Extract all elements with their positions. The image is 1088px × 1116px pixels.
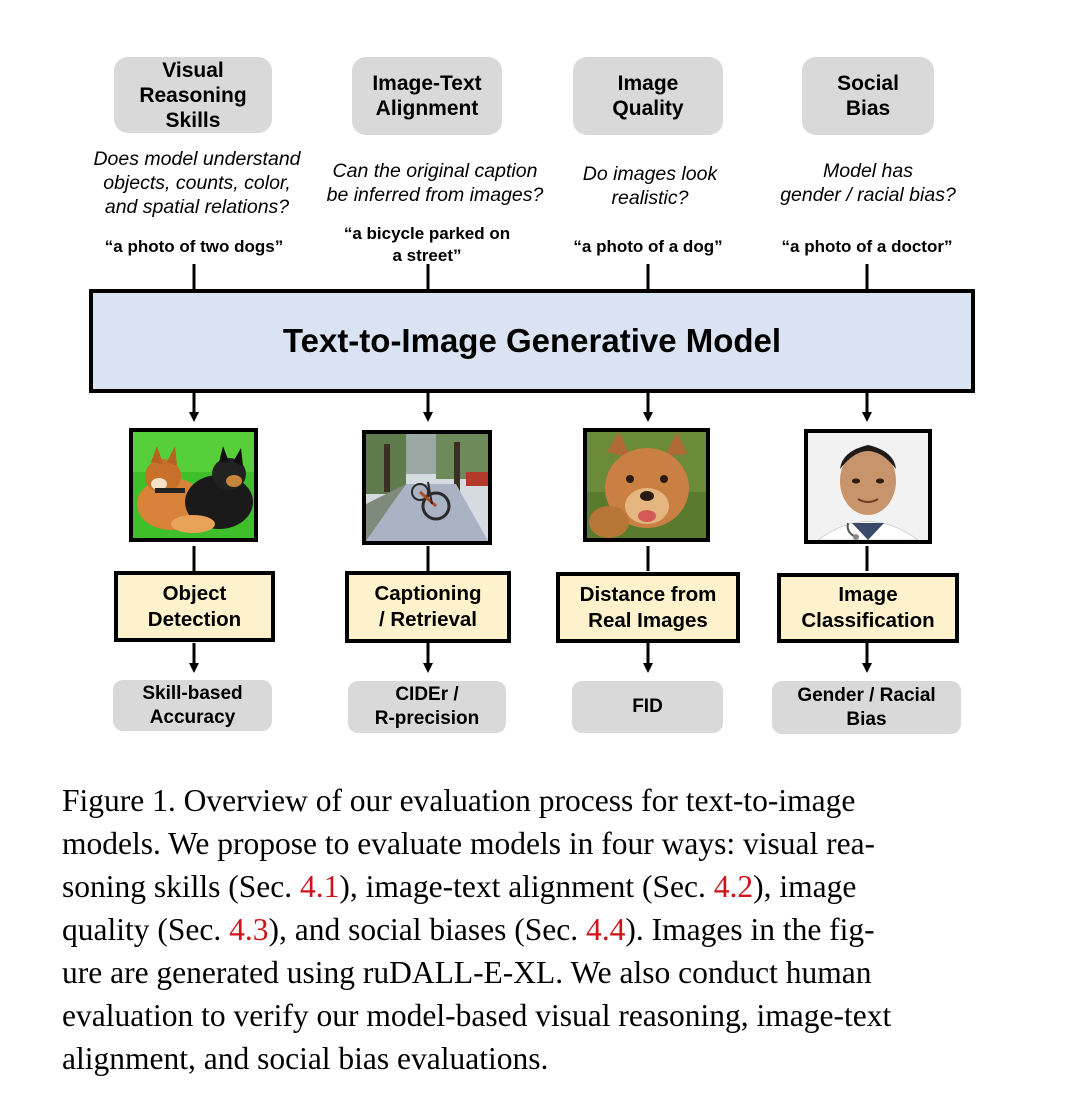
prompt-doctor: “a photo of a doctor” <box>781 237 953 256</box>
prompt-dog: “a photo of a dog” <box>573 237 723 256</box>
section-reference-link[interactable]: 4.2 <box>713 869 754 904</box>
caption-line: models. We propose to evaluate models in… <box>62 826 876 861</box>
task-box-captioning-retrieval: Captioning/ Retrieval <box>345 571 511 643</box>
model-title: Text-to-Image Generative Model <box>282 322 782 359</box>
figure-caption: Figure 1. Overview of our evaluation pro… <box>62 779 1000 1080</box>
section-reference-link[interactable]: 4.3 <box>229 912 269 947</box>
bicycle-image <box>362 430 492 545</box>
caption-line: soning skills (Sec. 4.1), image-text ali… <box>62 869 857 904</box>
caption-line: ure are generated using ruDALL-E-XL. We … <box>62 955 872 990</box>
metric-fid: FID <box>572 681 723 733</box>
generative-model-box: Text-to-Image Generative Model <box>89 289 975 393</box>
doctor-image <box>804 429 932 544</box>
dogs-image <box>129 428 258 542</box>
prompt-two-dogs: “a photo of two dogs” <box>104 237 284 256</box>
caption-line: evaluation to verify our model-based vis… <box>62 998 892 1033</box>
section-reference-link[interactable]: 4.1 <box>300 869 340 904</box>
caption-line: alignment, and social bias evaluations. <box>62 1041 549 1076</box>
dog-image <box>583 428 710 542</box>
caption-line: Figure 1. Overview of our evaluation pro… <box>62 783 856 818</box>
metric-cider-r-precision: CIDEr /R-precision <box>348 681 506 733</box>
caption-line: quality (Sec. 4.3), and social biases (S… <box>62 912 875 947</box>
section-reference-link[interactable]: 4.4 <box>586 912 626 947</box>
